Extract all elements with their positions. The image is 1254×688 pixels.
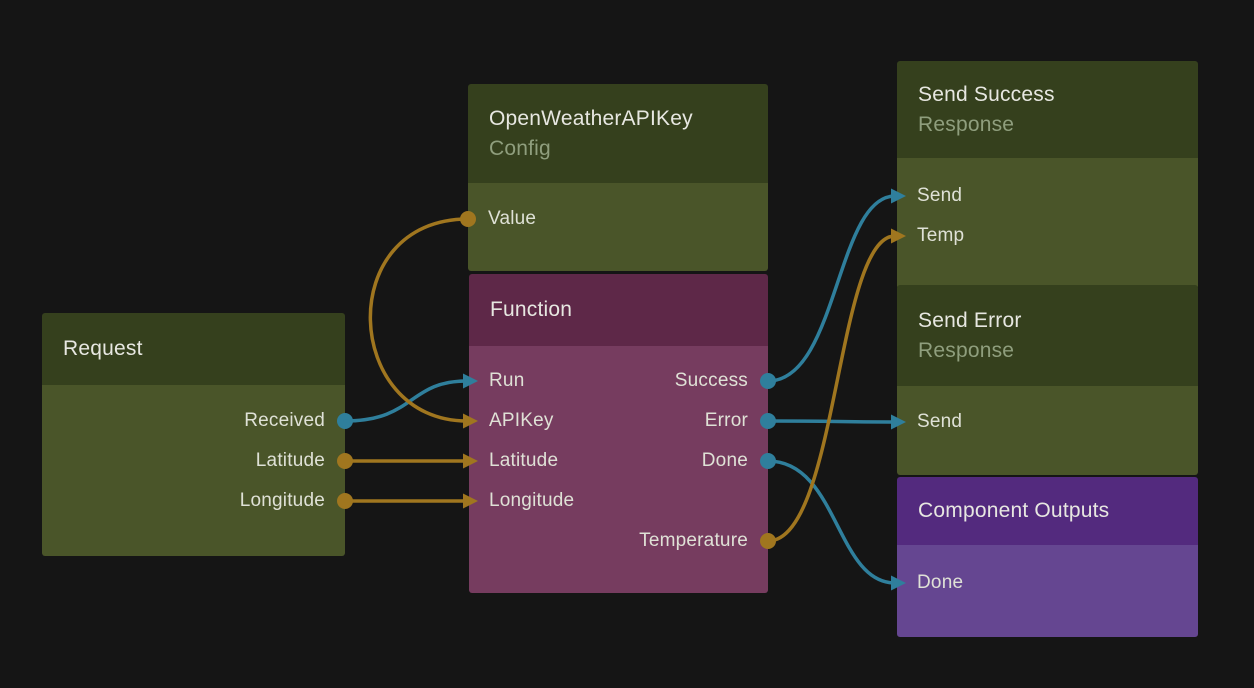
node-title: Function bbox=[490, 298, 573, 321]
wire-config.value--function.apikey[interactable] bbox=[368, 217, 470, 423]
port-row-apikey-error: APIKey Error bbox=[469, 401, 776, 441]
port-label-latitude: Latitude bbox=[255, 450, 325, 471]
node-request-body: Received Latitude Longitude bbox=[42, 385, 353, 556]
node-title: Component Outputs bbox=[918, 499, 1110, 522]
port-dot-longitude[interactable] bbox=[337, 493, 353, 509]
port-row-latitude: Latitude bbox=[42, 441, 353, 481]
port-label-temp: Temp bbox=[917, 225, 965, 246]
node-send-error-header[interactable]: Send Error Response bbox=[897, 285, 1198, 386]
port-dot-done[interactable] bbox=[760, 453, 776, 469]
node-function[interactable]: Function Run Success APIKey Error Latitu… bbox=[469, 274, 776, 593]
node-send-error[interactable]: Send Error Response Send bbox=[897, 285, 1198, 475]
node-subtitle: Config bbox=[489, 136, 551, 160]
node-subtitle: Response bbox=[918, 112, 1015, 136]
node-send-success[interactable]: Send Success Response Send Temp bbox=[897, 61, 1198, 289]
port-dot-latitude[interactable] bbox=[337, 453, 353, 469]
port-label-longitude-in: Longitude bbox=[489, 490, 575, 511]
port-label-done: Done bbox=[701, 450, 748, 471]
node-title: Send Error bbox=[918, 308, 1022, 332]
node-title: Request bbox=[63, 337, 143, 360]
node-send-success-header[interactable]: Send Success Response bbox=[897, 61, 1198, 158]
port-label-apikey: APIKey bbox=[489, 410, 554, 431]
port-row-run-success: Run Success bbox=[469, 361, 776, 401]
port-label-send: Send bbox=[917, 411, 963, 432]
port-label-send: Send bbox=[917, 185, 963, 206]
node-send-error-body: Send bbox=[897, 386, 1198, 475]
port-row-received: Received bbox=[42, 401, 353, 441]
node-title: Send Success bbox=[918, 82, 1055, 106]
port-dot-temperature[interactable] bbox=[760, 533, 776, 549]
node-request[interactable]: Request Received Latitude Longitude bbox=[42, 313, 353, 556]
wire-function.done--component_outputs.done[interactable] bbox=[766, 459, 897, 585]
port-label-received: Received bbox=[244, 410, 325, 431]
port-dot-value[interactable] bbox=[460, 211, 476, 227]
port-label-temperature: Temperature bbox=[639, 530, 748, 551]
node-function-body: Run Success APIKey Error Latitude Done L… bbox=[469, 346, 776, 593]
port-row-temp: Temp bbox=[897, 216, 1198, 256]
node-config-header[interactable]: OpenWeatherAPIKey Config bbox=[468, 84, 768, 183]
wire-function.temperature--send_success.temp[interactable] bbox=[766, 234, 897, 543]
node-subtitle: Response bbox=[918, 338, 1015, 362]
port-label-run: Run bbox=[489, 370, 525, 391]
node-component-outputs[interactable]: Component Outputs Done bbox=[897, 477, 1198, 637]
node-send-success-body: Send Temp bbox=[897, 158, 1198, 289]
port-row-latitude-done: Latitude Done bbox=[469, 441, 776, 481]
port-row-longitude: Longitude bbox=[469, 481, 768, 521]
port-dot-received[interactable] bbox=[337, 413, 353, 429]
port-label-value: Value bbox=[488, 208, 537, 229]
wire-function.error--send_error.send[interactable] bbox=[766, 419, 897, 424]
port-dot-success[interactable] bbox=[760, 373, 776, 389]
node-request-header[interactable]: Request bbox=[42, 313, 345, 385]
node-openweatherapikey-config[interactable]: OpenWeatherAPIKey Config Value bbox=[460, 84, 768, 271]
port-label-done: Done bbox=[917, 572, 964, 593]
port-label-success: Success bbox=[674, 370, 748, 391]
port-dot-error[interactable] bbox=[760, 413, 776, 429]
node-component-outputs-header[interactable]: Component Outputs bbox=[897, 477, 1198, 545]
port-label-error: Error bbox=[704, 410, 748, 431]
port-row-temperature: Temperature bbox=[469, 521, 776, 561]
port-row-done: Done bbox=[897, 563, 1198, 603]
port-label-longitude: Longitude bbox=[239, 490, 325, 511]
port-row-send: Send bbox=[897, 402, 1198, 442]
port-label-latitude-in: Latitude bbox=[489, 450, 559, 471]
node-component-outputs-body: Done bbox=[897, 545, 1198, 637]
node-config-body: Value bbox=[460, 183, 768, 271]
node-title: OpenWeatherAPIKey bbox=[489, 106, 693, 130]
node-function-header[interactable]: Function bbox=[469, 274, 768, 346]
wire-request.received--function.run[interactable] bbox=[343, 379, 469, 423]
port-row-value: Value bbox=[460, 199, 768, 239]
wire-function.success--send_success.send[interactable] bbox=[766, 194, 897, 383]
port-row-longitude: Longitude bbox=[42, 481, 353, 521]
port-row-send: Send bbox=[897, 176, 1198, 216]
